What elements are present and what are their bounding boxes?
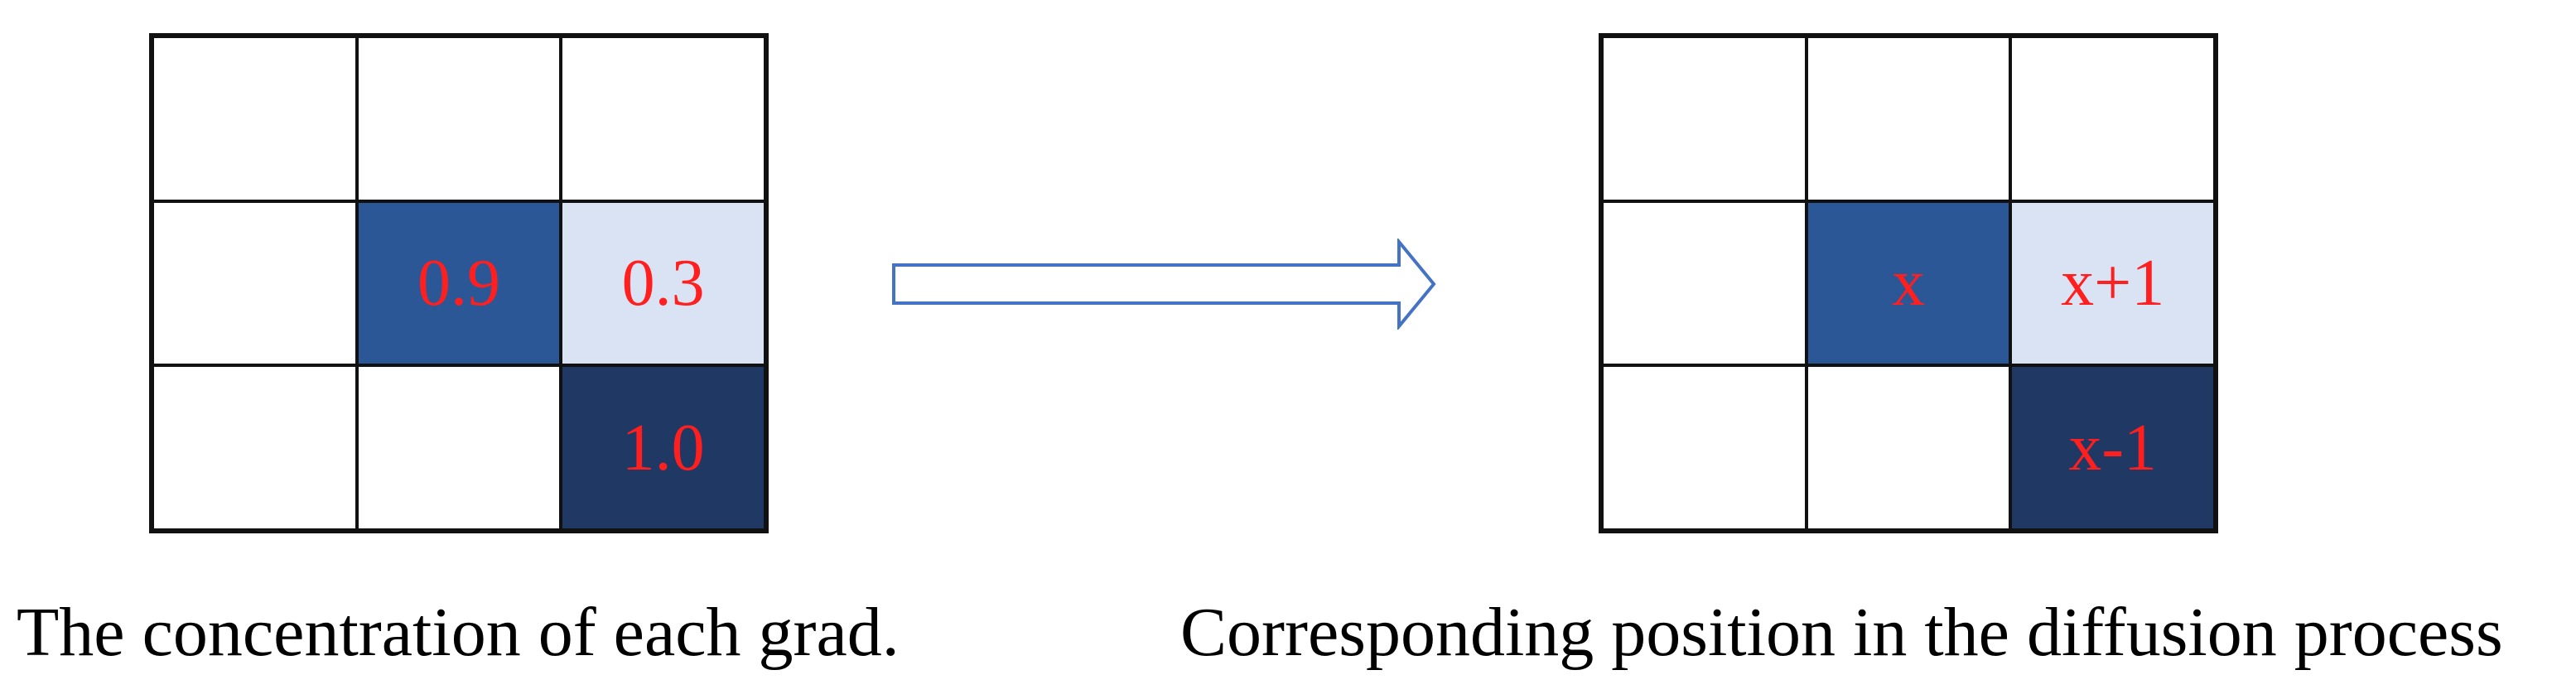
grid-cell: [2010, 36, 2215, 201]
grid-cell: [1602, 365, 1807, 530]
diffusion-caption: Corresponding position in the diffusion …: [1180, 594, 2503, 671]
grid-cell: [356, 365, 562, 530]
concentration-grid: 0.9 0.3 1.0: [149, 33, 769, 533]
grid-cell: [356, 36, 562, 201]
grid-cell-value: x: [1806, 200, 2011, 366]
grid-cell-value: 0.9: [356, 200, 562, 366]
grid-cell: [561, 36, 765, 201]
grid-cell: [152, 200, 357, 366]
right-arrow-icon: [892, 239, 1436, 330]
diffusion-position-grid: x x+1 x-1: [1599, 33, 2218, 533]
grid-cell-value: 1.0: [561, 365, 765, 530]
concentration-caption: The concentration of each grad.: [17, 594, 900, 671]
grid-cell: [1806, 365, 2011, 530]
grid-cell: [1806, 36, 2011, 201]
grid-cell-value: 0.3: [561, 200, 765, 366]
grid-cell: [1602, 200, 1807, 366]
grid-cell-value: x+1: [2010, 200, 2215, 366]
grid-cell: [1602, 36, 1807, 201]
grid-cell: [152, 365, 357, 530]
grid-cell: [152, 36, 357, 201]
grid-cell-value: x-1: [2010, 365, 2215, 530]
